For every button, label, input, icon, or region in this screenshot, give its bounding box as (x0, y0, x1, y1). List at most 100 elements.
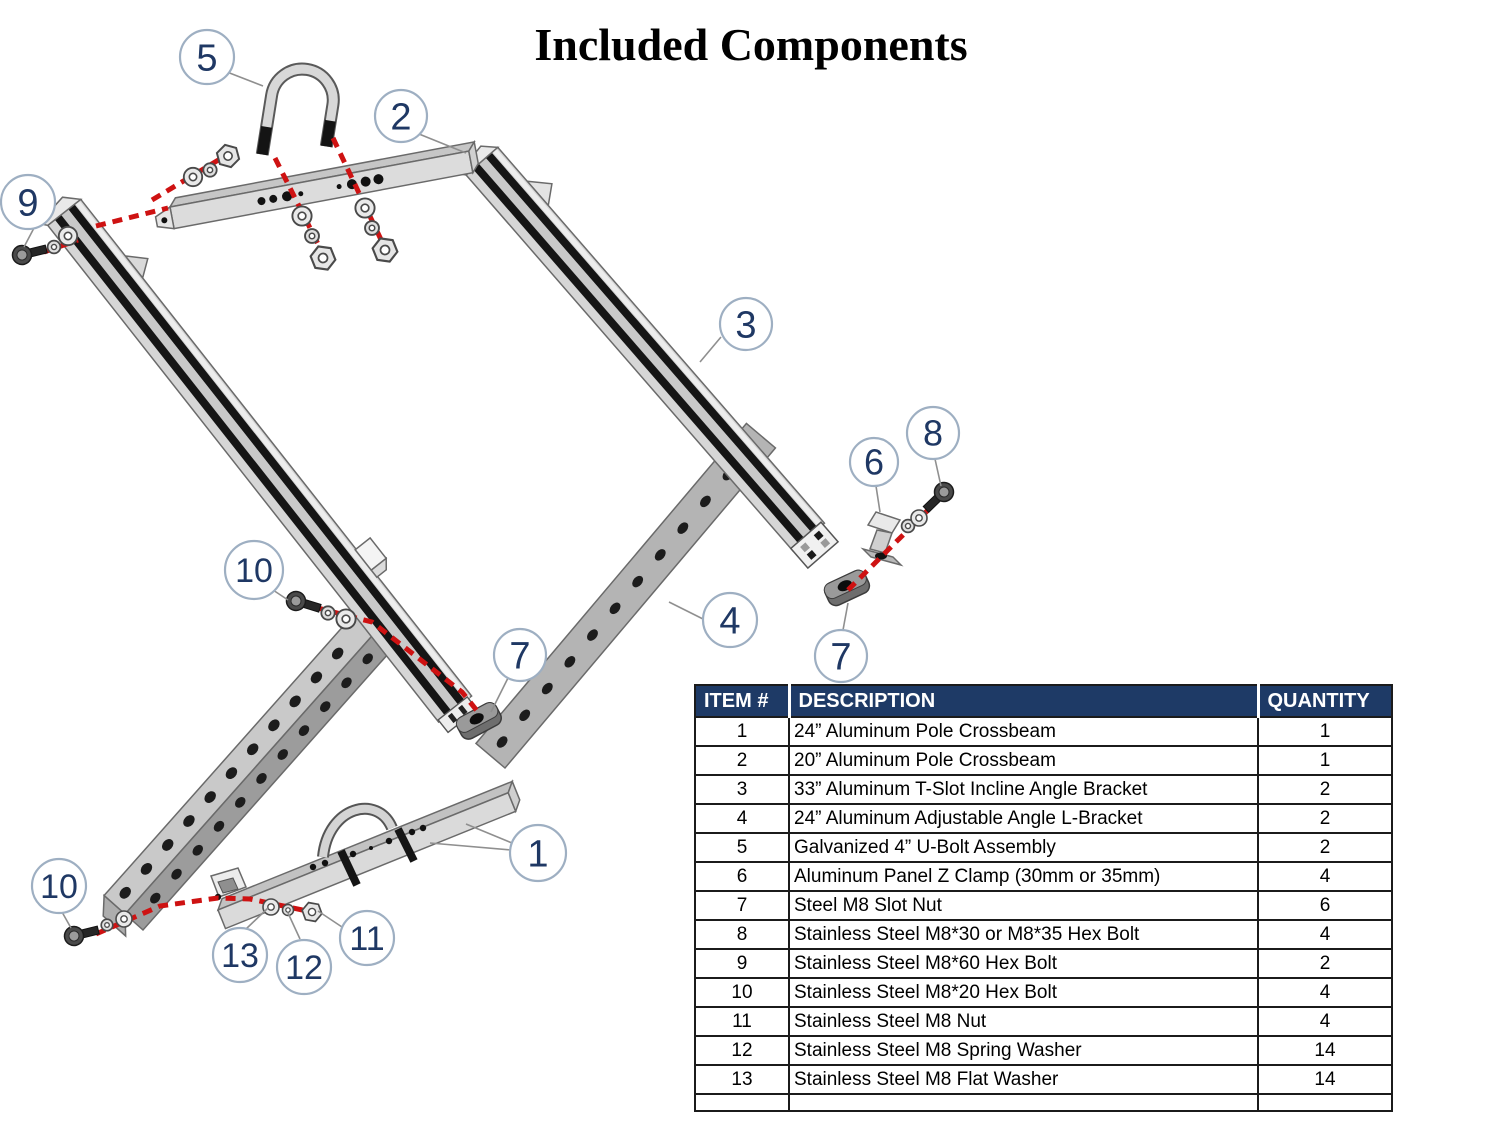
header-quantity: QUANTITY (1256, 685, 1392, 718)
quantity-cell: 2 (1257, 803, 1393, 834)
spring-washer (320, 605, 336, 621)
crossbeam-24in (210, 779, 521, 930)
svg-text:4: 4 (719, 600, 740, 642)
callout-8: 8 (905, 405, 961, 487)
table-row-partial (694, 1093, 1393, 1111)
item-cell: 5 (694, 832, 790, 863)
quantity-cell: 4 (1257, 977, 1393, 1008)
callout-11: 11 (317, 909, 396, 967)
callout-5: 5 (178, 28, 264, 87)
hex-nut (370, 236, 400, 264)
quantity-cell: 6 (1257, 890, 1393, 921)
callout-6: 6 (848, 436, 900, 513)
u-bolt-handle (319, 804, 396, 858)
tslot-rail-left (37, 196, 479, 734)
quantity-cell: 2 (1257, 774, 1393, 805)
quantity-cell: 1 (1257, 716, 1393, 747)
spring-washer (100, 918, 114, 932)
crossbeam-20in (154, 139, 480, 230)
callout-3: 3 (699, 296, 774, 363)
callout-10-bottom: 10 (30, 857, 88, 929)
description-cell: 24” Aluminum Pole Crossbeam (788, 716, 1259, 747)
quantity-cell: 1 (1257, 745, 1393, 776)
item-cell: 3 (694, 774, 790, 805)
description-cell: Stainless Steel M8 Flat Washer (788, 1064, 1259, 1095)
item-cell: 12 (694, 1035, 790, 1066)
svg-text:10: 10 (40, 868, 78, 906)
quantity-cell: 2 (1257, 948, 1393, 979)
svg-text:13: 13 (221, 937, 259, 975)
description-cell: Stainless Steel M8*20 Hex Bolt (788, 977, 1259, 1008)
header-description: DESCRIPTION (787, 685, 1258, 718)
m8-20-hex-bolt (283, 588, 324, 619)
quantity-cell: 2 (1257, 832, 1393, 863)
quantity-cell: 14 (1257, 1064, 1393, 1095)
callout-4: 4 (668, 591, 759, 649)
hex-nut (308, 244, 338, 272)
flat-washer (262, 898, 280, 916)
callout-7-left: 7 (490, 627, 548, 713)
item-cell: 2 (694, 745, 790, 776)
svg-text:3: 3 (735, 304, 756, 346)
hex-nut (213, 142, 243, 170)
svg-text:10: 10 (235, 552, 273, 590)
z-clamp (860, 511, 904, 567)
flat-washer (115, 910, 133, 928)
quantity-cell: 14 (1257, 1035, 1393, 1066)
description-cell: Stainless Steel M8 Nut (788, 1006, 1259, 1037)
flat-washer (291, 205, 313, 227)
quantity-cell: 4 (1257, 919, 1393, 950)
item-cell: 6 (694, 861, 790, 892)
item-cell: 8 (694, 919, 790, 950)
callout-7-right: 7 (813, 602, 869, 684)
spring-washer (304, 228, 320, 244)
description-cell: Aluminum Panel Z Clamp (30mm or 35mm) (788, 861, 1259, 892)
description-cell: 24” Aluminum Adjustable Angle L-Bracket (788, 803, 1259, 834)
table-header-row: ITEM # DESCRIPTION QUANTITY (694, 685, 1392, 718)
callout-12: 12 (275, 912, 333, 996)
m8-60-hex-bolt (9, 238, 50, 268)
flat-washer (354, 197, 376, 219)
svg-text:7: 7 (509, 635, 530, 677)
item-cell: 11 (694, 1006, 790, 1037)
m8-20-hex-bolt (61, 919, 102, 949)
item-cell: 13 (694, 1064, 790, 1095)
svg-text:11: 11 (349, 920, 384, 958)
callout-13: 13 (211, 907, 269, 984)
spring-washer (202, 162, 218, 178)
svg-text:12: 12 (285, 949, 323, 987)
spring-washer (46, 239, 62, 255)
callout-10-mid: 10 (223, 539, 289, 601)
svg-text:1: 1 (527, 833, 548, 875)
svg-text:5: 5 (196, 37, 217, 79)
description-cell: Galvanized 4” U-Bolt Assembly (788, 832, 1259, 863)
flat-washer (910, 509, 928, 527)
svg-text:2: 2 (390, 96, 411, 138)
description-cell: Stainless Steel M8 Spring Washer (788, 1035, 1259, 1066)
description-cell: 33” Aluminum T-Slot Incline Angle Bracke… (788, 774, 1259, 805)
svg-text:8: 8 (923, 413, 943, 454)
item-cell: 1 (694, 716, 790, 747)
svg-text:7: 7 (830, 636, 851, 678)
callout-9: 9 (0, 173, 57, 248)
flat-washer (57, 225, 79, 247)
description-cell: Stainless Steel M8*60 Hex Bolt (788, 948, 1259, 979)
spring-washer (364, 220, 380, 236)
item-cell: 10 (694, 977, 790, 1008)
item-cell: 9 (694, 948, 790, 979)
svg-text:9: 9 (17, 182, 38, 224)
